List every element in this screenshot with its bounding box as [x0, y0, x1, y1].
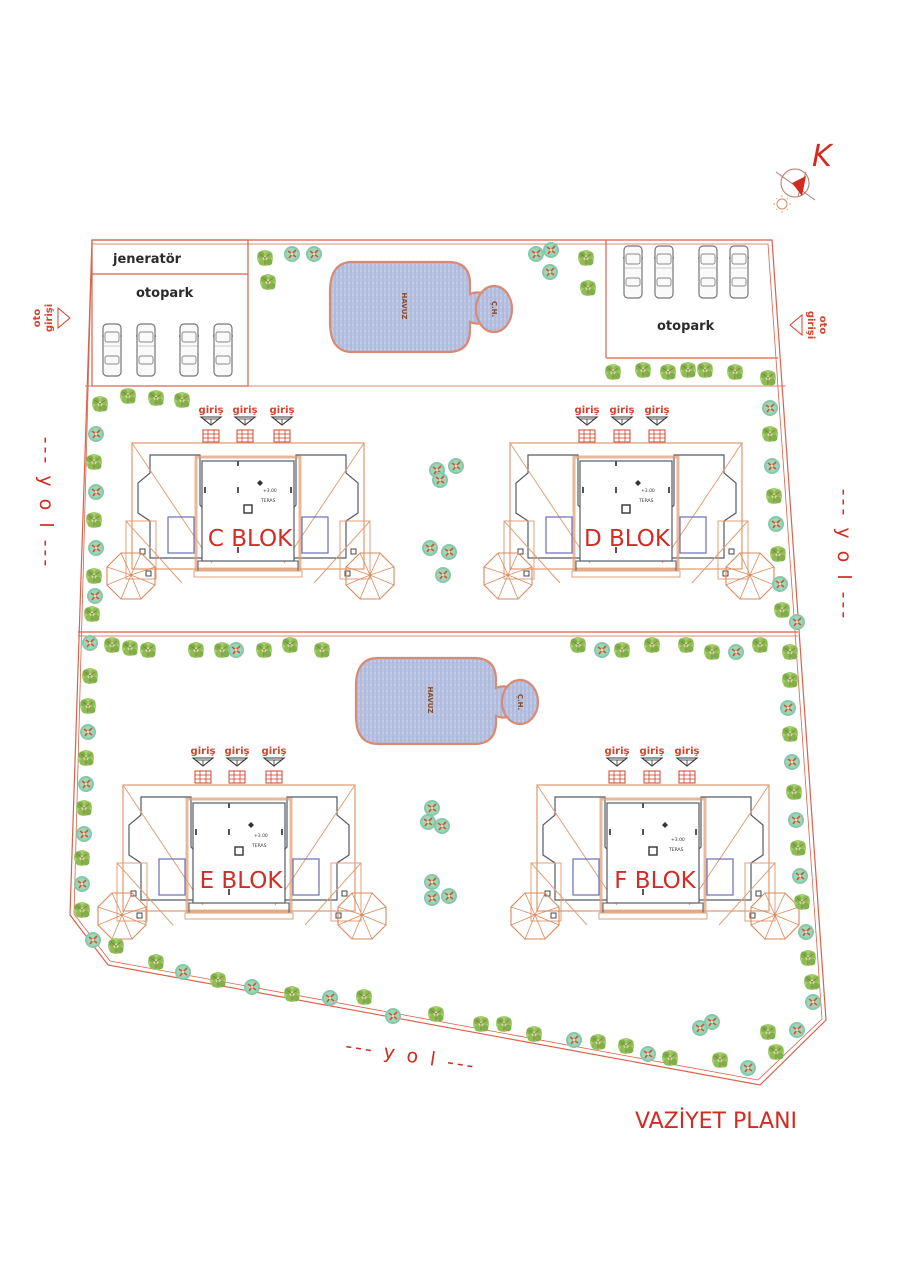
- car-entrance-label: girişi: [44, 304, 55, 332]
- block-d: giriş giriş giriş D BLOK TERAS +3.00: [483, 405, 775, 600]
- car-icon: [135, 323, 157, 377]
- car-entrance-label: oto: [817, 316, 828, 335]
- parking-label-right: otopark: [657, 319, 715, 334]
- block-c: giriş giriş giriş C BLOK TERAS +3.00: [106, 405, 395, 600]
- car-entrance-left: oto girişi: [32, 304, 71, 332]
- entrance-label: giriş: [640, 746, 665, 757]
- car-icon: [101, 323, 123, 377]
- entrance-label: giriş: [605, 746, 630, 757]
- car-icon: [622, 245, 644, 299]
- entrance-label: giriş: [645, 405, 670, 416]
- level-label: +3.00: [671, 837, 685, 843]
- road-label-right: --- y o l ---: [833, 489, 855, 621]
- pool-bottom: HAVUZ Ç.H.: [354, 656, 540, 746]
- level-label: +3.00: [641, 488, 655, 494]
- terrace-label: TERAS: [668, 847, 684, 853]
- entrance-label: giriş: [270, 405, 295, 416]
- site-boundary: [69, 239, 827, 1086]
- child-pool-label: Ç.H.: [516, 694, 524, 710]
- pool-label: HAVUZ: [400, 293, 408, 320]
- entrance-label: giriş: [575, 405, 600, 416]
- entrance-label: giriş: [199, 405, 224, 416]
- entrance-label: giriş: [262, 746, 287, 757]
- entrance-label: giriş: [610, 405, 635, 416]
- entrance-label: giriş: [675, 746, 700, 757]
- entrance-label: giriş: [225, 746, 250, 757]
- block-label: D BLOK: [584, 526, 671, 552]
- terrace-label: TERAS: [638, 498, 654, 504]
- level-label: +3.00: [263, 488, 277, 494]
- road-label-bottom: --- y o l ---: [344, 1035, 478, 1077]
- terrace-label: TERAS: [260, 498, 276, 504]
- level-label: +3.00: [254, 833, 268, 839]
- generator-label: jeneratör: [112, 252, 182, 267]
- block-label: F BLOK: [614, 868, 696, 894]
- entrance-label: giriş: [191, 746, 216, 757]
- block-label: C BLOK: [208, 526, 293, 552]
- car-entrance-right: oto girişi: [789, 311, 828, 339]
- entrance-arrow-icon: [606, 757, 698, 784]
- car-entrance-label: oto: [32, 309, 43, 328]
- entrance-arrow-icon: [576, 416, 668, 443]
- block-e: giriş giriş giriş E BLOK TERAS +3.00: [97, 746, 387, 940]
- block-label: E BLOK: [200, 868, 284, 894]
- plan-title: VAZİYET PLANI: [635, 1108, 797, 1134]
- parking-lot-right: otopark: [622, 245, 750, 334]
- child-pool-label: Ç.H.: [490, 301, 498, 317]
- car-icon: [178, 323, 200, 377]
- car-icon: [653, 245, 675, 299]
- car-entrance-label: girişi: [805, 311, 816, 339]
- north-label: K: [812, 139, 834, 174]
- parking-label-left: otopark: [136, 286, 194, 301]
- north-arrow: K: [773, 139, 834, 213]
- arrow-icon: [57, 306, 71, 330]
- generator-parking-lot: jeneratör otopark: [101, 252, 234, 377]
- block-f: giriş giriş giriş F BLOK TERAS +3.00: [510, 746, 800, 940]
- terrace-label: TERAS: [251, 843, 267, 849]
- car-icon: [697, 245, 719, 299]
- arrow-icon: [789, 313, 803, 337]
- entrance-arrow-icon: [192, 757, 285, 784]
- entrance-arrow-icon: [200, 416, 293, 443]
- car-icon: [728, 245, 750, 299]
- road-label-left: --- y o l ---: [35, 437, 57, 569]
- pool-top: HAVUZ Ç.H.: [328, 260, 514, 354]
- entrance-label: giriş: [233, 405, 258, 416]
- car-icon: [212, 323, 234, 377]
- pool-label: HAVUZ: [426, 687, 434, 714]
